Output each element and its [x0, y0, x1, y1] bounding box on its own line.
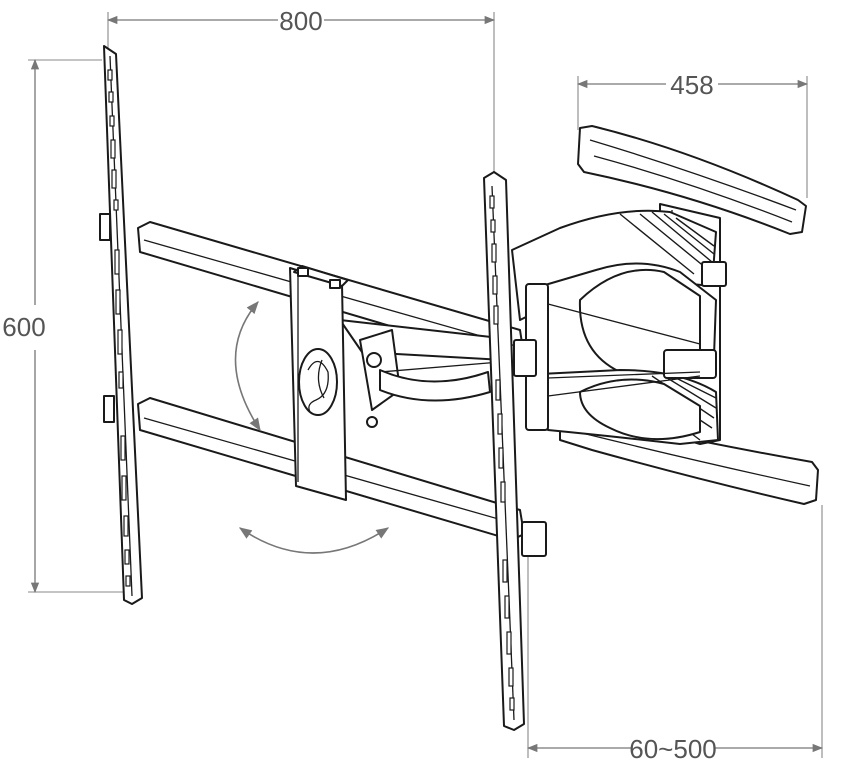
left-vertical-rail — [99, 45, 143, 605]
dimension-height-label: 600 — [2, 312, 45, 342]
dimension-height: 600 — [2, 58, 126, 594]
swirl-logo-icon — [298, 348, 338, 416]
dimension-arm-plate-width: 458 — [576, 70, 809, 198]
swivel-rotation-arrow-icon — [238, 527, 390, 554]
left-rail-slots — [107, 69, 131, 587]
center-hub — [289, 265, 349, 501]
dimension-arm-plate-width-label: 458 — [670, 70, 713, 100]
dimension-width-label: 800 — [279, 6, 322, 36]
swivel-arm — [511, 209, 727, 445]
dimension-extension-label: 60~500 — [629, 734, 716, 764]
right-vertical-rail — [483, 171, 547, 731]
dimension-width: 800 — [106, 6, 496, 172]
right-rail-slots — [489, 195, 515, 711]
tilt-rotation-arrow-icon — [234, 301, 261, 432]
dimension-extension: 60~500 — [526, 505, 824, 764]
